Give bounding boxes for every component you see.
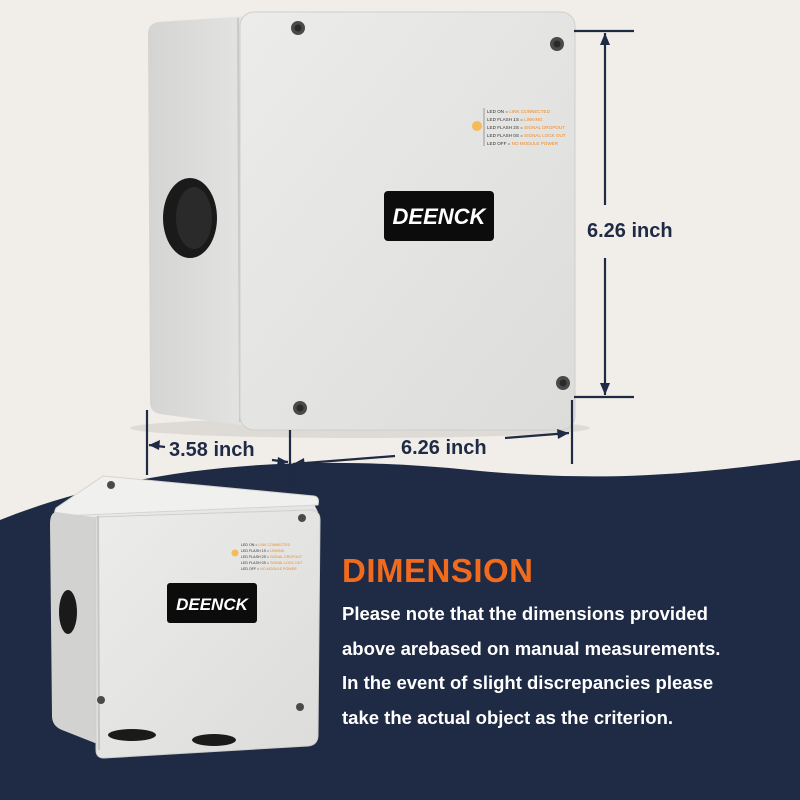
led-legend-line: LED FLASH 1S = LINKING (487, 117, 543, 122)
led-legend-line: LED ON = LINK CONNECTED (487, 109, 551, 114)
junction-box-small (50, 475, 321, 759)
dimension-note: Please note that the dimensions provided… (342, 597, 782, 735)
led-legend-line: LED FLASH 0S = SIGNAL LOCK OUT (241, 561, 303, 565)
dimension-heading: DIMENSION (342, 552, 534, 589)
brand-logo-small: DEENCK (176, 595, 250, 614)
note-line: Please note that the dimensions provided (342, 603, 708, 624)
height-dimension-label: 6.26 inch (587, 220, 673, 242)
led-legend-line: LED FLASH 2S = SIGNAL DROPOUT (487, 125, 565, 130)
brand-logo-large: DEENCK (393, 204, 488, 229)
junction-box-large (130, 11, 590, 438)
note-line: above arebased on manual measurements. (342, 637, 721, 659)
led-legend-line: LED ON = LINK CONNECTED (241, 543, 291, 547)
led-legend-line: LED OFF = NO MODULE POWER (487, 141, 559, 146)
led-legend-line: LED FLASH 0S = SIGNAL LOCK OUT (487, 133, 566, 138)
led-legend-line: LED OFF = NO MODULE POWER (241, 567, 297, 571)
led-legend-line: LED FLASH 2S = SIGNAL DROPOUT (241, 555, 303, 559)
note-line: take the actual object as the criterion. (342, 706, 674, 728)
led-legend-line: LED FLASH 1S = LINKING (241, 549, 285, 553)
note-line: In the event of slight discrepancies ple… (342, 672, 714, 693)
led-legend-large: LED ON = LINK CONNECTED LED FLASH 1S = L… (487, 109, 566, 146)
depth-dimension-label: 3.58 inch (169, 439, 255, 461)
dimension-lines (145, 29, 634, 492)
led-legend-small: LED ON = LINK CONNECTED LED FLASH 1S = L… (241, 543, 303, 571)
width-dimension-label: 6.26 inch (401, 437, 487, 459)
